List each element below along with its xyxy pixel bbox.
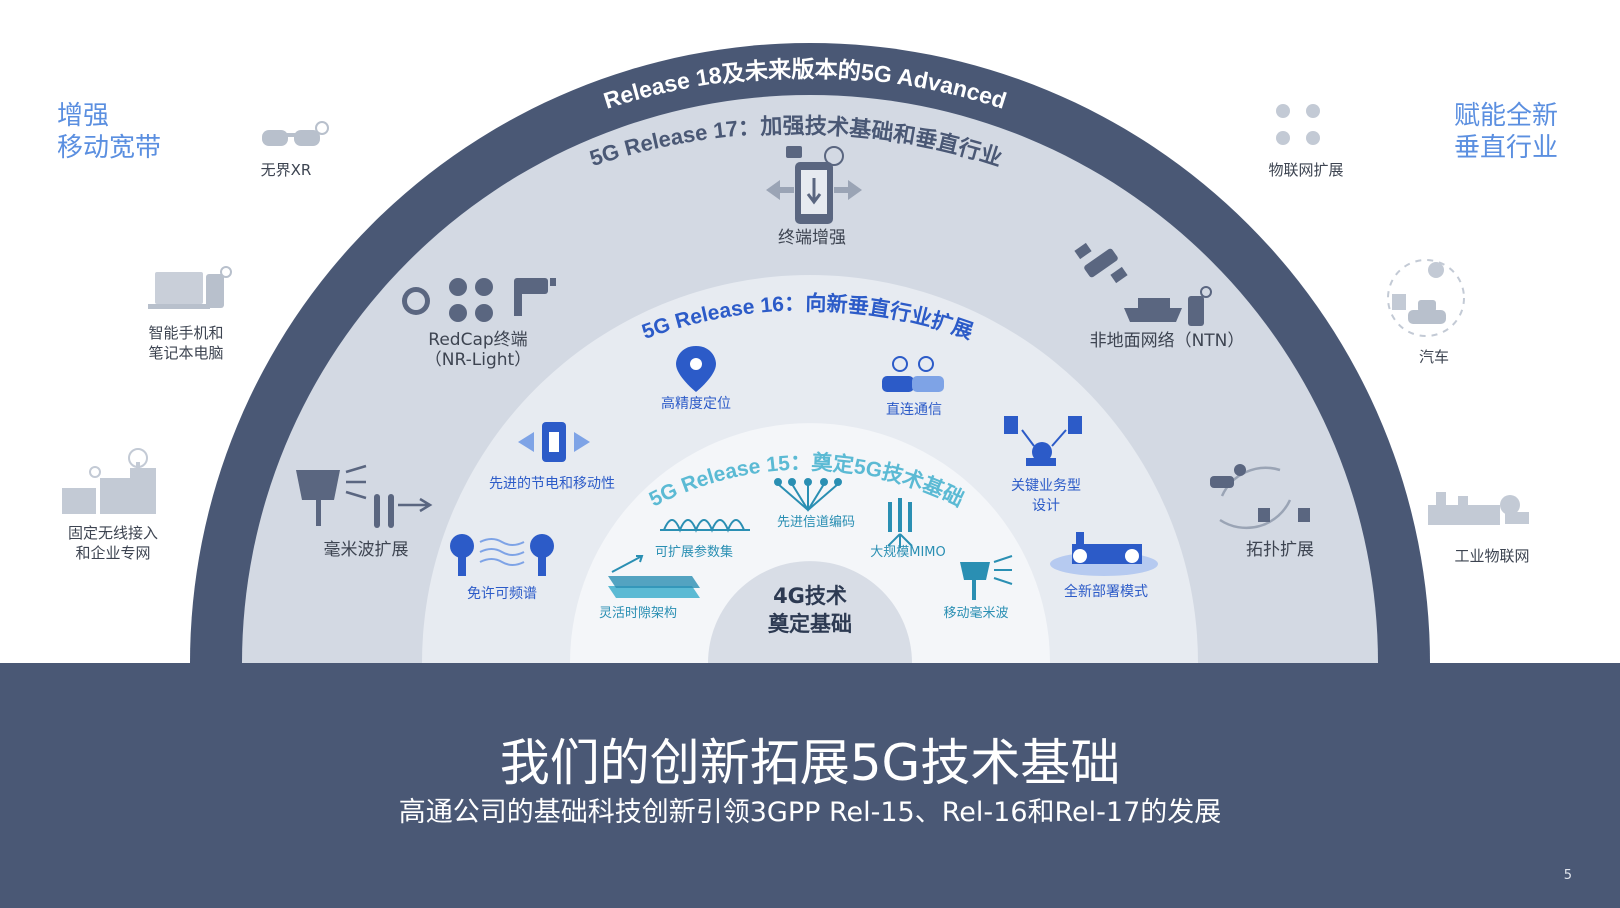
ntn-icon [1074,242,1212,326]
right-title-line2: 垂直行业 [1454,133,1559,163]
right-title-line1: 赋能全新 [1454,101,1559,131]
footer-banner: 我们的创新拓展5G技术基础 高通公司的基础科技创新引领3GPP Rel-15、R… [0,663,1620,908]
new-deployment-icon [1050,532,1158,576]
fixed-label-line2: 和企业专网 [75,544,151,562]
terminal-enhancement-icon [766,146,862,224]
phone-laptop-label: 智能手机和 笔记本电脑 [148,323,223,363]
mission-critical-icon [1004,416,1082,466]
mmwave-extension-label: 毫米波扩展 [323,540,409,560]
channel-coding-icon [774,478,842,512]
core-line1: 4G技术 [773,584,847,608]
left-title-line1: 增强 [57,101,110,131]
xr-glasses-icon [262,121,329,146]
page-number: 5 [1563,868,1572,883]
unlicensed-label: 免许可频谱 [467,586,537,602]
fixed-label-line1: 固定无线接入 [67,524,159,542]
phone-label-line2: 笔记本电脑 [148,344,224,362]
sidelink-cars-icon [882,356,944,392]
critical-label-line1: 关键业务型 [1011,478,1081,494]
headline: 我们的创新拓展5G技术基础 [499,734,1121,792]
ntn-label: 非地面网络（NTN） [1089,331,1245,351]
iot-label: 物联网扩展 [1268,161,1344,179]
deployment-label: 全新部署模式 [1064,584,1148,600]
core-line2: 奠定基础 [768,612,852,636]
mobile-mmwave-label: 移动毫米波 [943,606,1009,621]
power-mobility-icon [518,422,590,462]
subheadline: 高通公司的基础科技创新引领3GPP Rel-15、Rel-16和Rel-17的发… [398,797,1222,828]
core-label: 4G技术 奠定基础 [768,582,852,638]
numerology-label: 可扩展参数集 [654,545,734,560]
coding-label: 先进信道编码 [776,515,856,530]
positioning-label: 高精度定位 [661,396,731,412]
right-category-title: 赋能全新 垂直行业 [1454,100,1558,164]
mobile-mmwave-icon [960,555,1013,600]
critical-label-line2: 设计 [1032,498,1060,514]
mmwave-extension-icon [296,464,433,528]
redcap-label: RedCap终端 （NR-Light） [425,330,531,370]
core-ring [708,561,912,663]
left-title-line2: 移动宽带 [57,133,162,163]
xr-label: 无界XR [260,161,312,179]
location-pin-icon [676,346,716,392]
mimo-label: 大规模MIMO [870,545,946,560]
car-icon [1387,259,1465,337]
topology-label: 拓扑扩展 [1246,540,1314,560]
redcap-label-line1: RedCap终端 [428,330,528,350]
iiot-label: 工业物联网 [1454,547,1530,565]
tdd-label: 灵活时隙架构 [598,606,678,621]
sidelink-label: 直连通信 [886,402,942,418]
power-mobility-label: 先进的节电和移动性 [489,476,615,492]
fixed-wireless-icon [62,448,156,514]
redcap-label-line2: （NR-Light） [424,350,532,370]
topology-extension-icon [1210,464,1310,530]
redcap-devices-icon [402,278,556,322]
scalable-numerology-icon [660,519,750,533]
iot-icon [1276,104,1320,145]
laptop-phone-icon [148,266,232,309]
r15-ring [570,423,1050,663]
terminal-label: 终端增强 [778,228,846,248]
flexible-tdd-icon [608,555,700,598]
critical-label: 关键业务型 设计 [1011,476,1081,516]
fixed-wireless-label: 固定无线接入 和企业专网 [68,523,158,563]
unlicensed-spectrum-icon [450,534,554,576]
phone-label-line1: 智能手机和 [148,324,224,342]
massive-mimo-icon [887,498,913,548]
car-label: 汽车 [1418,348,1450,366]
industrial-iot-icon [1428,492,1529,525]
left-category-title: 增强 移动宽带 [57,100,161,164]
